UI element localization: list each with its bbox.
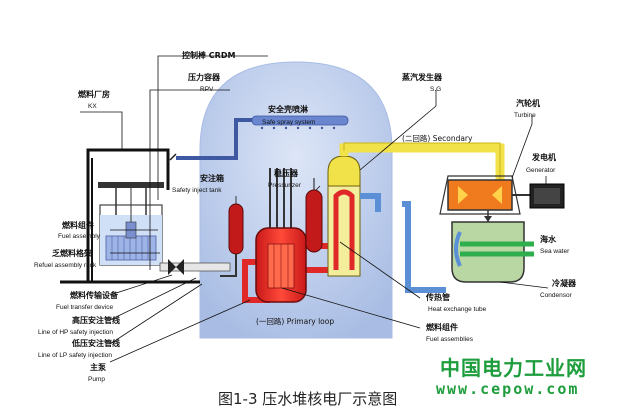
label-leaders bbox=[109, 90, 549, 363]
rpv-label-en: RPV bbox=[200, 86, 214, 93]
secondary-loop bbox=[339, 142, 505, 293]
transfer-label-cn: 燃料传输设备 bbox=[70, 290, 119, 300]
inject-tank-label-en: Safety inject tank bbox=[172, 187, 222, 194]
watermark-name: 中国电力工业网 bbox=[440, 356, 587, 380]
fuel-assemblies-label-en: Fuel assemblies bbox=[426, 336, 474, 343]
crdm-leader bbox=[157, 55, 268, 200]
hp-injection-label-cn: 高压安注管线 bbox=[72, 315, 120, 325]
pump-label-cn: 主泵 bbox=[90, 362, 106, 372]
kx-label-cn: 燃料厂房 bbox=[78, 89, 110, 99]
spray-label-cn: 安全壳喷淋 bbox=[268, 104, 308, 114]
condenser bbox=[451, 210, 534, 283]
turbine bbox=[439, 175, 530, 215]
inject-tank-label-cn: 安注箱 bbox=[200, 173, 224, 183]
transfer-label-en: Fuel transfer device bbox=[56, 304, 113, 311]
pressurizer bbox=[305, 178, 323, 253]
watermark-url: www.cepow.com bbox=[436, 380, 580, 398]
seawater-label-cn: 海水 bbox=[540, 234, 557, 244]
rpv-leader bbox=[149, 89, 230, 270]
steam-generator bbox=[327, 155, 361, 277]
fuel-assembly-label-cn: 燃料组件 bbox=[62, 220, 94, 230]
hp-injection-label-en: Line of HP safety injection bbox=[38, 329, 113, 336]
seawater-label-en: Sea water bbox=[540, 248, 570, 255]
sg-label-cn: 蒸汽发生器 bbox=[402, 72, 443, 82]
hx-tube-label-en: Heat exchange tube bbox=[428, 306, 487, 313]
figure-caption: 图1-3 压水堆核电厂示意图 bbox=[218, 390, 398, 408]
spray-label-en: Safe spray system bbox=[262, 119, 315, 126]
fuel-assemblies-label-cn: 燃料组件 bbox=[426, 322, 458, 332]
spray-header bbox=[169, 115, 349, 161]
pump-label-en: Pump bbox=[88, 376, 105, 383]
generator-label-en: Generator bbox=[526, 167, 556, 174]
spent-fuel-pool bbox=[98, 182, 164, 266]
generator-label-cn: 发电机 bbox=[531, 152, 556, 162]
lp-injection-label-en: Line of LP safety injection bbox=[38, 352, 112, 359]
primary-loop-label: (一回路) Primary loop bbox=[256, 316, 334, 326]
pressurizer-label-en: Pressurizer bbox=[268, 182, 302, 189]
safety-inject-tank bbox=[220, 203, 244, 277]
fuel-transfer-tube bbox=[159, 259, 231, 275]
fuel-building bbox=[60, 111, 200, 284]
hx-tube-label-cn: 传热管 bbox=[425, 292, 450, 302]
condenser-label-en: Condensor bbox=[540, 292, 573, 299]
rack-label-cn: 乏燃料格架 bbox=[52, 248, 92, 258]
secondary-loop-label: (二回路) Secondary bbox=[402, 133, 473, 143]
rpv-label-cn: 压力容器 bbox=[188, 72, 221, 82]
turbine-label-cn: 汽轮机 bbox=[516, 98, 540, 108]
turbine-label-en: Turbine bbox=[514, 112, 536, 119]
condenser-label-cn: 冷凝器 bbox=[552, 278, 577, 288]
control-rods bbox=[269, 168, 292, 232]
fuel-assembly-label-en: Fuel assembly bbox=[58, 233, 101, 240]
reactor-vessel bbox=[255, 227, 307, 303]
sg-label-en: S.G bbox=[430, 86, 441, 93]
kx-label-en: KX bbox=[88, 103, 97, 110]
rack-label-en: Refuel assembly rack bbox=[34, 262, 97, 269]
lp-injection-label-cn: 低压安注管线 bbox=[71, 338, 120, 348]
generator bbox=[529, 183, 565, 209]
pressurizer-label-cn: 稳压器 bbox=[274, 168, 299, 178]
crdm-label: 控制棒 CRDM bbox=[182, 50, 235, 60]
